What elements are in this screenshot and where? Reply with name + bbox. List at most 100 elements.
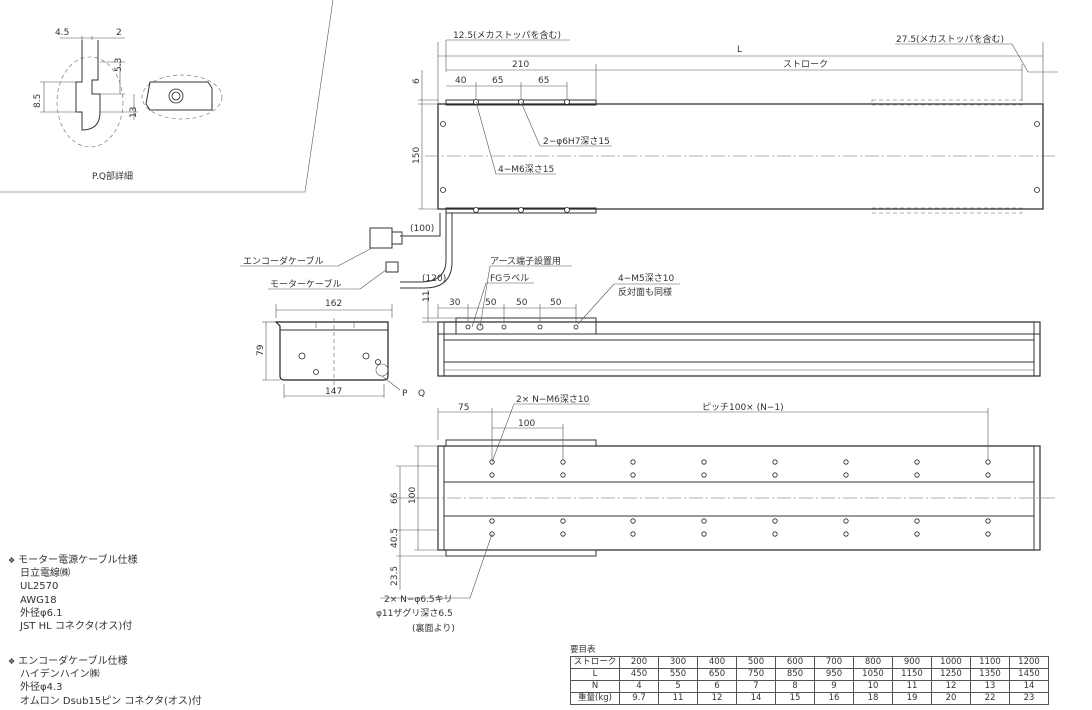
bottom-dim-23-5: 23.5 [390,566,400,586]
spec-table-grid: ストローク 200 300 400 500 600 700 800 900 10… [570,656,1049,705]
motor-cable-spec-line: AWG18 [20,594,57,606]
row-header: ストローク [570,656,620,669]
encoder-cable-spec-line: オムロン Dsub15ピン コネクタ(オス)付 [20,695,202,707]
top-right-stopper-note: 27.5(メカストッパを含む) [896,33,1004,45]
table-cell: 20 [931,692,971,705]
table-cell: 1000 [931,656,971,669]
side-dim-50b: 50 [516,298,528,308]
end-label-p: P [402,389,408,399]
bottom-m6-note: 2× N−M6深さ10 [516,394,590,405]
motor-cable-spec-line: JST HL コネクタ(オス)付 [20,621,133,633]
table-cell: 9 [814,680,854,693]
detail-dim-d: 8.5 [33,94,43,108]
end-label-q: Q [418,389,425,399]
top-overall-label: L [737,45,742,55]
table-cell: 15 [775,692,815,705]
table-cell: 16 [814,692,854,705]
table-cell: 1450 [1009,668,1049,681]
encoder-cable-spec-title: エンコーダケーブル仕様 [8,655,202,668]
top-view: L 12.5(メカストッパを含む) 27.5(メカストッパを含む) ストローク … [240,29,1058,290]
detail-dim-e: 13 [129,107,139,118]
table-cell: 10 [853,680,893,693]
table-cell: 23 [1009,692,1049,705]
table-cell: 800 [853,656,893,669]
table-cell: 900 [892,656,932,669]
table-cell: 450 [619,668,659,681]
table-cell: 22 [970,692,1010,705]
bottom-dim-75: 75 [458,403,469,413]
table-cell: 300 [658,656,698,669]
end-width-147: 147 [325,387,342,397]
side-dim-50a: 50 [485,298,497,308]
table-cell: 19 [892,692,932,705]
row-header: N [570,680,620,693]
bottom-dim-100v: 100 [408,487,418,504]
motor-cable-spec-line: 外径φ6.1 [20,607,63,619]
side-view: 30 50 50 50 11 アース端子設置用 FGラベル 4−M5深さ10 反… [422,255,1041,377]
table-cell: 750 [736,668,776,681]
spec-table-title: 要目表 [570,645,596,655]
table-cell: 1350 [970,668,1010,681]
bottom-hole-grid [489,459,991,537]
table-cell: 5 [658,680,698,693]
end-view: 162 147 79 P Q [256,299,425,399]
table-cell: 1100 [970,656,1010,669]
table-cell: 8 [775,680,815,693]
top-motor-cable: モーターケーブル [270,278,341,290]
motor-cable-spec: モーター電源ケーブル仕様 日立電線㈱ UL2570 AWG18 外径φ6.1 J… [8,554,137,633]
table-cell: 500 [736,656,776,669]
table-row: N 4 5 6 7 8 9 10 11 12 13 14 [570,680,1049,693]
table-row: 重量(kg) 9.7 11 12 14 15 16 18 19 20 22 23 [570,692,1049,705]
top-dim-65a: 65 [492,76,503,86]
top-hole-note-1: 2−φ6H7深さ15 [543,136,610,147]
table-cell: 4 [619,680,659,693]
motor-cable-spec-title: モーター電源ケーブル仕様 [8,554,137,567]
table-cell: 1050 [853,668,893,681]
row-header: 重量(kg) [570,692,620,705]
encoder-cable-spec-line: ハイデンハイン㈱ [20,669,100,681]
bottom-view: 75 100 ピッチ100× (N−1) 2× N−M6深さ10 66 100 … [376,394,1055,634]
table-cell: 1150 [892,668,932,681]
table-cell: 200 [619,656,659,669]
table-cell: 1250 [931,668,971,681]
table-cell: 850 [775,668,815,681]
motor-cable-spec-line: 日立電線㈱ [20,568,70,580]
table-row: ストローク 200 300 400 500 600 700 800 900 10… [570,656,1049,669]
table-cell: 400 [697,656,737,669]
side-earth-note: アース端子設置用 [490,255,561,267]
top-dim-40: 40 [455,76,467,86]
detail-label: P.Q部詳細 [92,170,133,182]
encoder-cable-spec: エンコーダケーブル仕様 ハイデンハイン㈱ 外径φ4.3 オムロン Dsub15ピ… [8,655,202,708]
top-cable-100: (100) [410,224,434,234]
table-cell: 14 [736,692,776,705]
table-cell: 700 [814,656,854,669]
top-left-stopper-note: 12.5(メカストッパを含む) [453,29,561,41]
table-cell: 13 [970,680,1010,693]
bottom-dim-66: 66 [390,492,400,504]
bottom-hole-note-c: (裏面より) [412,622,455,634]
table-cell: 6 [697,680,737,693]
end-width-162: 162 [325,299,342,309]
top-dim-6: 6 [412,78,422,84]
top-hole-note-2: 4−M6深さ15 [498,164,554,175]
side-fg-label: FGラベル [490,273,529,284]
top-cable-120: (120) [422,274,446,284]
encoder-cable-spec-line: 外径φ4.3 [20,682,63,694]
top-height-150: 150 [412,147,422,164]
table-cell: 12 [931,680,971,693]
table-cell: 11 [658,692,698,705]
side-m5-note: 4−M5深さ10 [618,273,674,284]
detail-dim-c: 5.3 [114,58,124,72]
motor-cable-spec-line: UL2570 [20,581,59,593]
end-height-79: 79 [256,344,266,356]
table-cell: 1200 [1009,656,1049,669]
table-cell: 14 [1009,680,1049,693]
bottom-dim-100: 100 [518,419,535,429]
top-dim-65b: 65 [538,76,549,86]
table-row: L 450 550 650 750 850 950 1050 1150 1250… [570,668,1049,681]
table-cell: 11 [892,680,932,693]
table-cell: 12 [697,692,737,705]
bottom-pitch-note: ピッチ100× (N−1) [702,402,784,413]
side-dim-50c: 50 [550,298,562,308]
row-header: L [570,668,620,681]
